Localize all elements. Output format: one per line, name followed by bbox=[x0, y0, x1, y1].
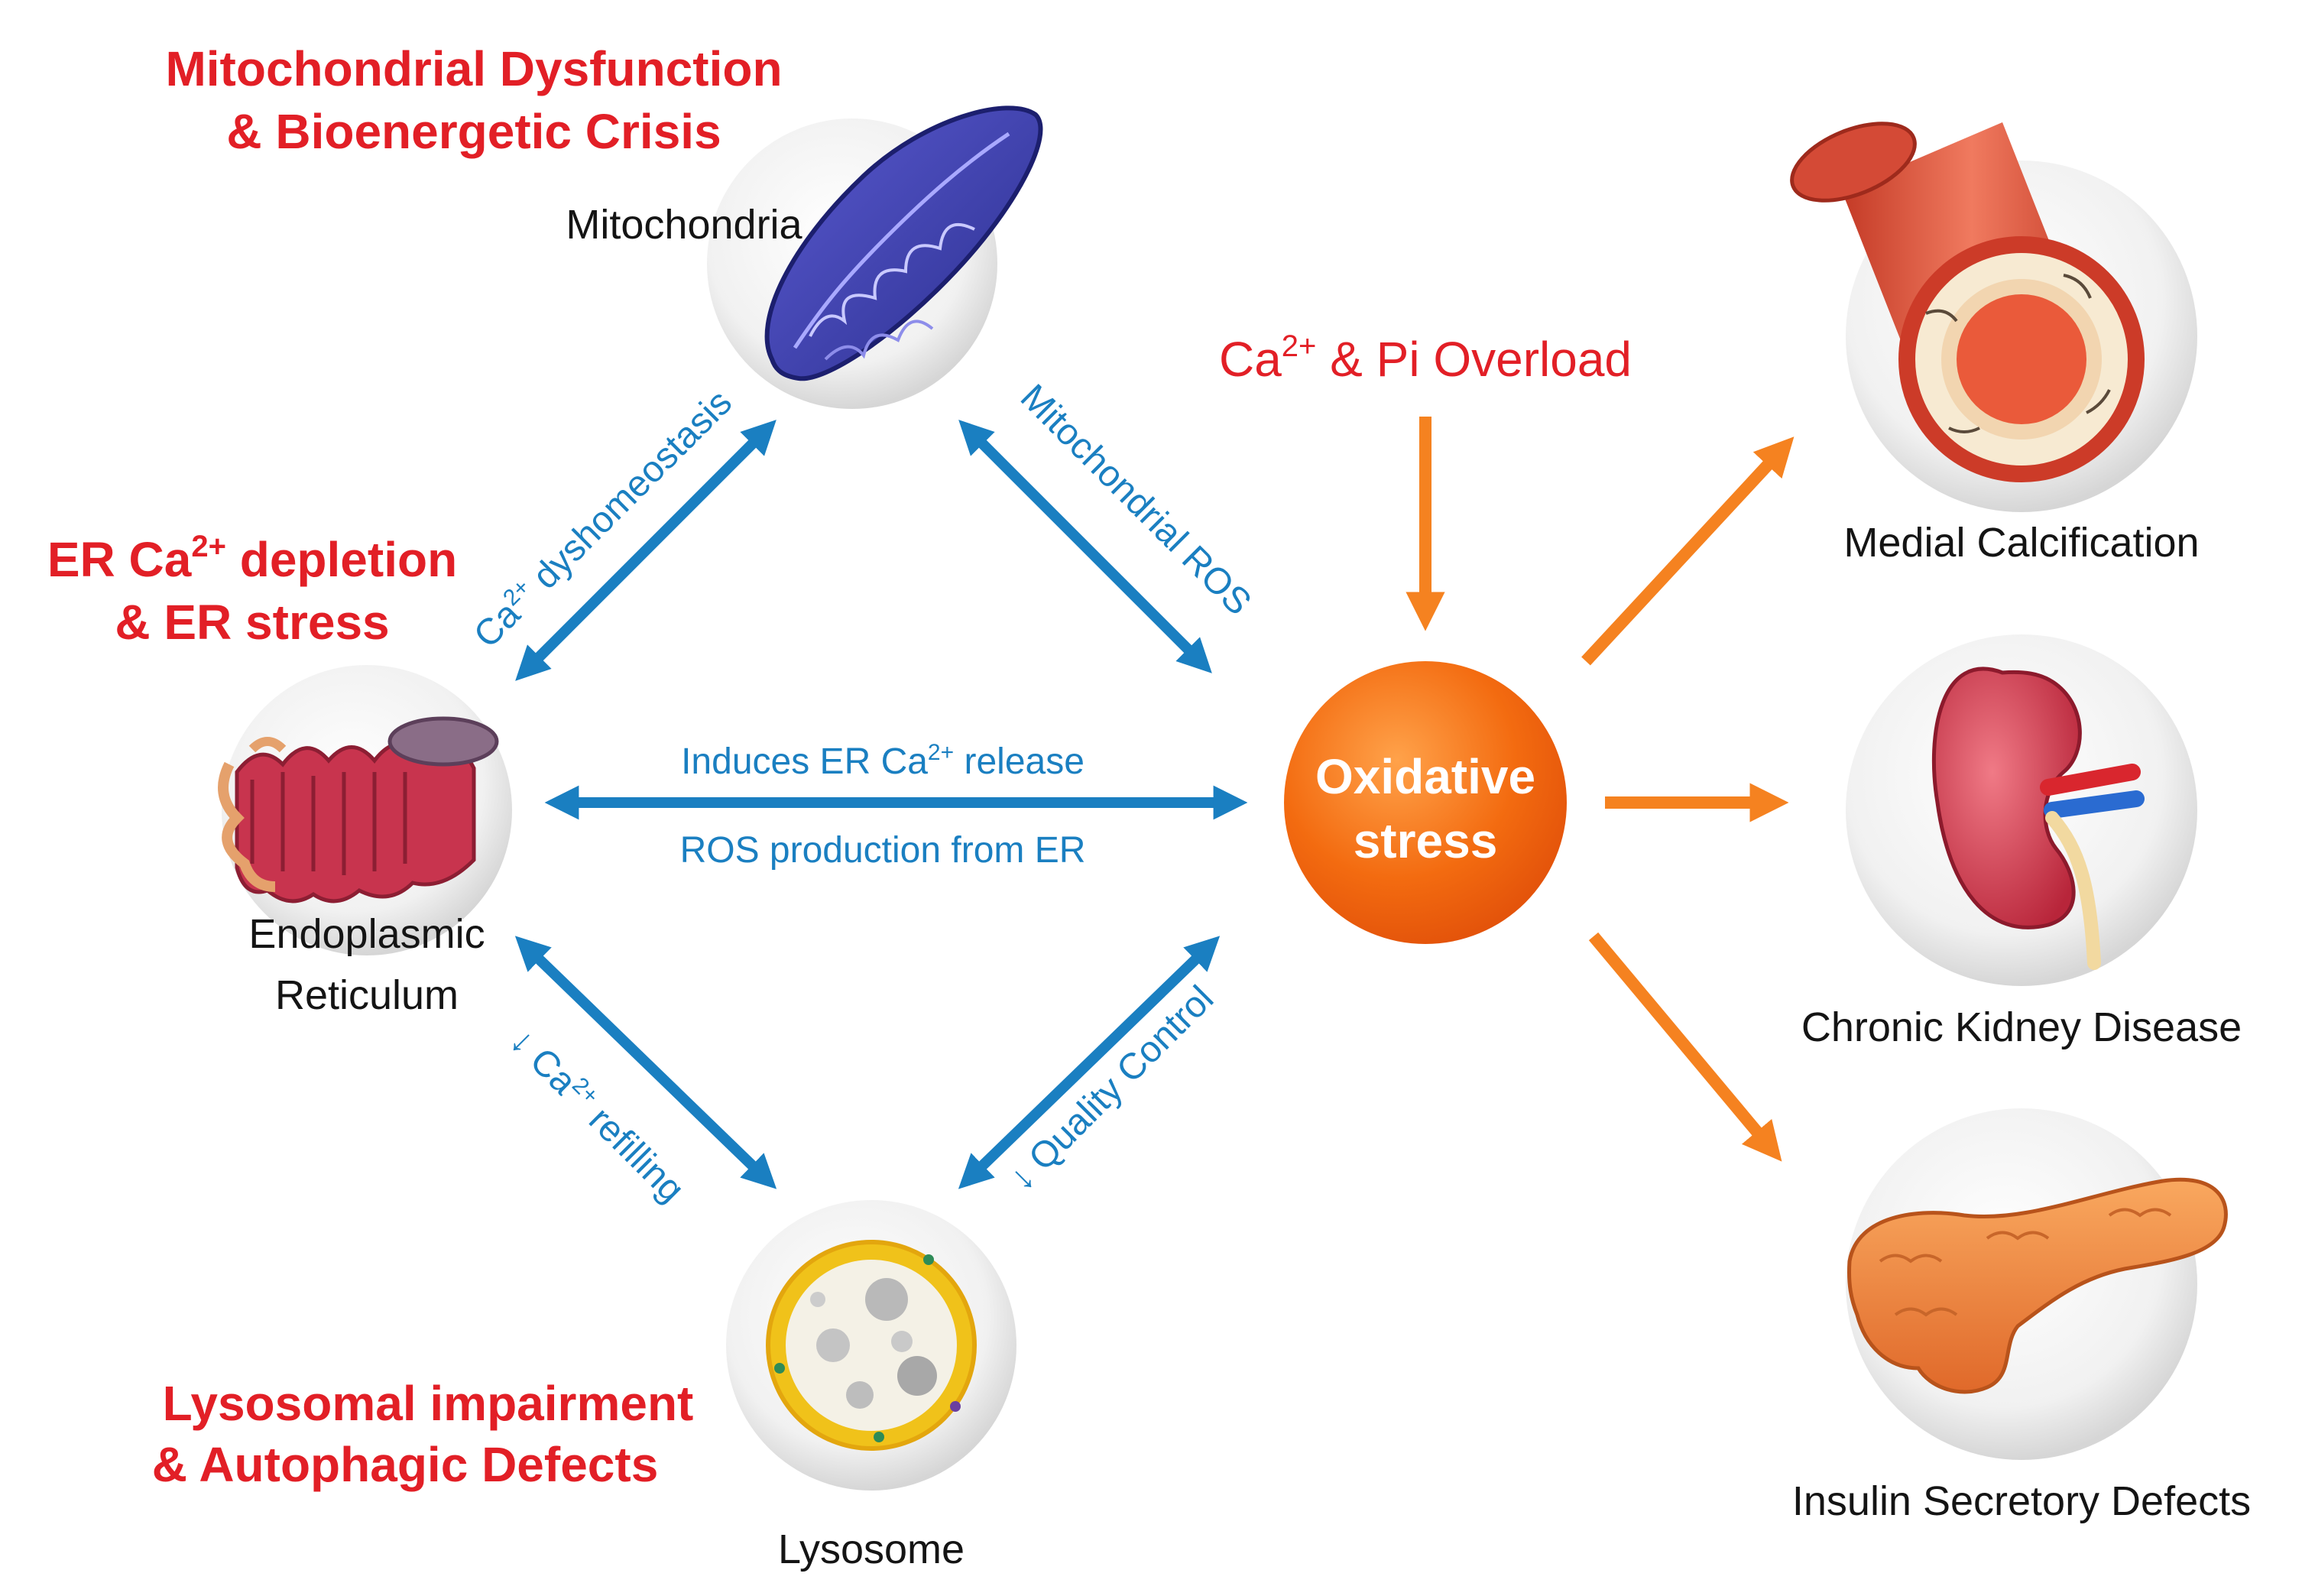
mitochondria-label: Mitochondria bbox=[566, 202, 802, 248]
label-induces-er-ca-release: Induces ER Ca2+ release bbox=[681, 740, 1085, 782]
lysosome-title-line1: Lysosomal impairment bbox=[163, 1376, 694, 1431]
er-label-line1: Endoplasmic bbox=[248, 911, 485, 957]
pancreas-node bbox=[1846, 1108, 2228, 1460]
mitochondria-node bbox=[707, 105, 1043, 409]
label-ros-production-er: ROS production from ER bbox=[680, 830, 1086, 871]
er-title-line2: & ER stress bbox=[115, 595, 389, 650]
arrow-to-calcification bbox=[1581, 436, 1795, 666]
lysosome-node bbox=[726, 1200, 1016, 1491]
ckd-label: Chronic Kidney Disease bbox=[1801, 1004, 2242, 1050]
mito-title-line1: Mitochondrial Dysfunction bbox=[165, 41, 782, 96]
label-quality-control: ↓ Quality Control bbox=[1001, 978, 1221, 1199]
arrow-to-insulin bbox=[1588, 932, 1782, 1162]
insulin-label: Insulin Secretory Defects bbox=[1792, 1478, 2251, 1524]
label-mito-ros: Mitochondrial ROS bbox=[1013, 377, 1259, 623]
oxidative-stress-line1: Oxidative bbox=[1315, 749, 1535, 804]
label-ca-refilling: ↓ Ca2+ refilling bbox=[502, 1019, 693, 1210]
er-image bbox=[218, 716, 499, 903]
arrow-mito-ros bbox=[958, 420, 1212, 673]
oxidative-stress-circle bbox=[1284, 661, 1567, 944]
oxidative-stress-node: Oxidative stress bbox=[1284, 661, 1567, 944]
kidney-node bbox=[1846, 634, 2197, 986]
kidney-image bbox=[1931, 667, 2145, 970]
lysosome-title-line2: & Autophagic Defects bbox=[152, 1437, 659, 1492]
vessel-node bbox=[1790, 122, 2197, 512]
er-label-line2: Reticulum bbox=[275, 972, 459, 1018]
overload-label: Ca2+ & Pi Overload bbox=[1219, 329, 1632, 387]
er-title-line1: ER Ca2+ depletion bbox=[47, 530, 457, 587]
mito-title-line2: & Bioenergetic Crisis bbox=[226, 104, 721, 159]
lysosome-image bbox=[766, 1240, 977, 1451]
arrow-quality-control bbox=[958, 936, 1221, 1189]
arrow-ca-refilling bbox=[514, 936, 777, 1189]
arrow-ca-dyshomeostasis bbox=[515, 420, 777, 681]
er-node bbox=[218, 665, 512, 955]
calcification-label: Medial Calcification bbox=[1843, 520, 2199, 566]
pancreas-image bbox=[1847, 1177, 2228, 1394]
mitochondria-image bbox=[764, 105, 1043, 381]
oxidative-stress-line2: stress bbox=[1354, 813, 1498, 868]
vessel-image bbox=[1790, 122, 2145, 482]
lysosome-label: Lysosome bbox=[778, 1526, 965, 1572]
label-ca-dyshomeostasis: Ca2+ dyshomeostasis bbox=[465, 381, 740, 656]
